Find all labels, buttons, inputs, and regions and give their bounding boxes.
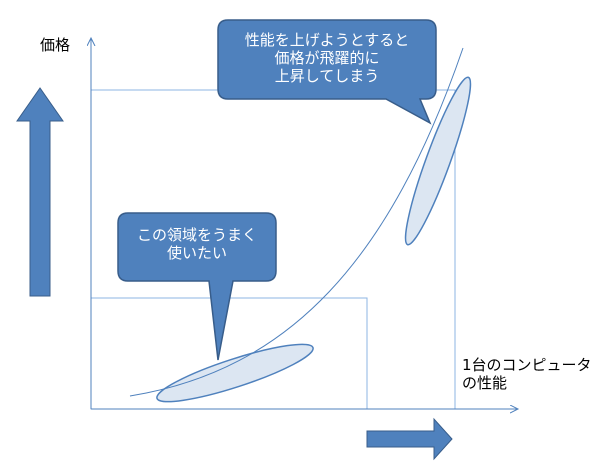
x-axis-label-line2: の性能 [462, 374, 508, 392]
performance-right-arrow-icon [366, 417, 453, 461]
price-up-arrow-icon [16, 87, 64, 297]
x-axis-label: 1台のコンピュータ の性能 [462, 356, 592, 392]
callout-low-bubble [117, 212, 277, 361]
low-range-guide [90, 297, 368, 410]
callout-low-text: この領域をうまく 使いたい [118, 226, 276, 262]
callout-high-line2: 価格が飛躍的に [274, 49, 380, 67]
high-region-ellipse [404, 76, 472, 246]
callout-high-bubble [217, 19, 437, 125]
callout-high-line1: 性能を上げようとすると [244, 31, 410, 49]
price-performance-curve [129, 47, 464, 397]
x-axis-label-line1: 1台のコンピュータ [462, 356, 592, 374]
callout-low-line1: この領域をうまく [136, 226, 257, 244]
y-axis-label: 価格 [40, 36, 71, 54]
callout-low-line2: 使いたい [166, 244, 227, 262]
callout-high-text: 性能を上げようとすると 価格が飛躍的に 上昇してしまう [218, 31, 436, 85]
callout-high-line3: 上昇してしまう [274, 67, 380, 85]
low-region-ellipse [156, 343, 314, 403]
